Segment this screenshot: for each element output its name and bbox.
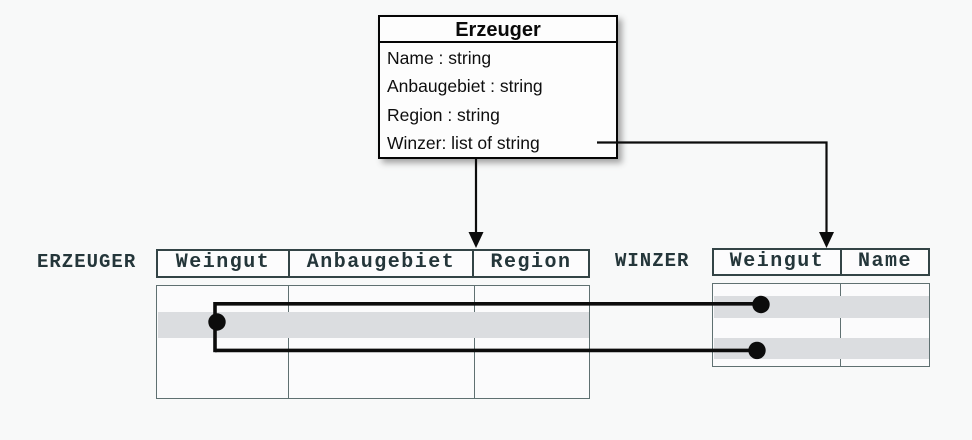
class-attribute-list: Name : string Anbaugebiet : string Regio… bbox=[380, 43, 616, 158]
column-divider bbox=[473, 286, 475, 398]
column-divider bbox=[287, 286, 289, 398]
highlighted-row bbox=[157, 312, 589, 338]
column-header-weingut: Weingut bbox=[175, 251, 271, 274]
arrowhead-down-icon bbox=[468, 232, 484, 248]
class-attribute-anbaugebiet: Anbaugebiet : string bbox=[387, 76, 543, 97]
class-attribute-winzer: Winzer: list of string bbox=[387, 133, 540, 154]
column-header-anbaugebiet: Anbaugebiet bbox=[288, 251, 472, 276]
winzer-table-label: WINZER bbox=[615, 250, 690, 272]
column-header-weingut: Weingut bbox=[729, 250, 825, 273]
arrow-to-erzeuger-table bbox=[468, 159, 484, 248]
class-attribute-name: Name : string bbox=[387, 48, 492, 68]
winzer-table-body bbox=[712, 283, 930, 367]
class-attribute-region: Region : string bbox=[387, 104, 500, 125]
highlighted-row bbox=[713, 296, 929, 318]
erzeuger-table-header: Weingut Anbaugebiet Region bbox=[156, 249, 590, 278]
highlighted-row bbox=[713, 338, 929, 359]
column-header-region: Region bbox=[472, 251, 588, 276]
arrowhead-down-icon bbox=[819, 232, 834, 248]
class-title: Erzeuger bbox=[380, 17, 616, 43]
column-divider bbox=[839, 284, 841, 366]
erzeuger-table-label: ERZEUGER bbox=[37, 251, 137, 273]
winzer-table-header: Weingut Name bbox=[712, 248, 930, 276]
erzeuger-table-body bbox=[156, 285, 590, 399]
column-header-name: Name bbox=[840, 250, 928, 274]
class-box-erzeuger: Erzeuger Name : string Anbaugebiet : str… bbox=[378, 15, 618, 159]
arrow-to-winzer-table bbox=[597, 141, 834, 248]
